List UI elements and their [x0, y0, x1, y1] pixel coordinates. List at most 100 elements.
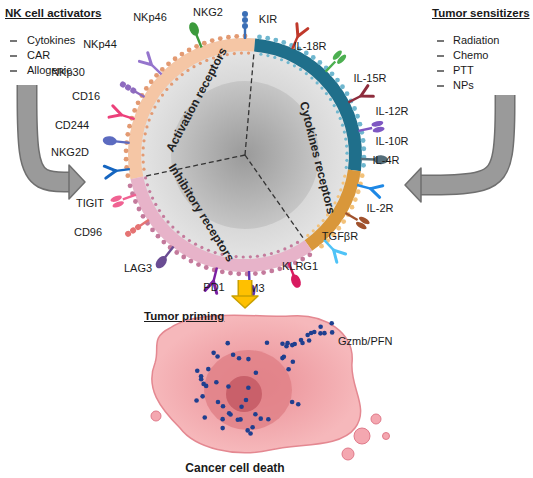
membrane-bead [339, 117, 342, 120]
membrane-bead [150, 112, 153, 115]
membrane-bead [142, 161, 145, 164]
membrane-bead [340, 84, 345, 89]
membrane-bead [145, 125, 148, 128]
granule-dot [265, 340, 270, 345]
membrane-bead [344, 137, 347, 140]
membrane-bead [341, 182, 344, 185]
membrane-bead [154, 203, 157, 206]
membrane-bead [142, 139, 145, 142]
membrane-bead [293, 64, 296, 67]
receptor-name: PD1 [203, 282, 224, 293]
arrow-outline [238, 280, 253, 296]
membrane-bead [265, 36, 270, 41]
membrane-bead [345, 91, 350, 96]
membrane-bead [141, 214, 146, 219]
membrane-bead [317, 60, 322, 65]
granule-dot [286, 367, 291, 372]
granule-dot [284, 344, 289, 349]
membrane-bead [125, 173, 130, 178]
membrane-bead [361, 138, 366, 143]
granule-dot [200, 394, 205, 399]
receptor-name: IL-10R [375, 136, 408, 147]
receptor-symbol [109, 106, 136, 125]
membrane-bead [228, 271, 233, 276]
list-item: Radiation [453, 34, 499, 47]
membrane-bead [329, 98, 332, 101]
granule-dot [221, 404, 226, 409]
granule-dot [312, 330, 317, 335]
membrane-bead [161, 240, 166, 245]
receptor-name: IL-4R [373, 155, 400, 166]
membrane-bead [266, 54, 269, 57]
membrane-bead [166, 61, 171, 66]
bullet-dash [10, 70, 17, 71]
membrane-bead [269, 269, 274, 274]
granule-dot [195, 368, 200, 373]
arrow-head [232, 296, 258, 308]
membrane-bead [261, 270, 266, 275]
receptor-name: IL-18R [293, 41, 326, 52]
membrane-bead [299, 68, 302, 71]
receptor-name: NKG2D [51, 147, 89, 158]
tumor-outline [152, 315, 361, 453]
membrane-bead [273, 56, 276, 59]
granule-dot [237, 356, 242, 361]
membrane-bead [150, 227, 155, 232]
receptor-symbol [355, 179, 382, 197]
membrane-bead [186, 69, 189, 72]
receptor-symbol [357, 120, 385, 136]
membrane-bead [247, 51, 250, 54]
vesicle [371, 414, 381, 424]
membrane-bead [200, 246, 203, 249]
membrane-bead [311, 55, 316, 60]
membrane-bead [319, 244, 324, 249]
membrane-bead [343, 130, 346, 133]
membrane-bead [337, 195, 340, 198]
flow-arrow [232, 280, 258, 308]
granule-dot [246, 357, 251, 362]
membrane-bead [218, 36, 223, 41]
bullet-dash [10, 40, 17, 41]
membrane-bead [341, 124, 344, 127]
granule-dot [220, 426, 225, 431]
arrow-head [69, 165, 85, 199]
granule-dot [220, 417, 225, 422]
membrane-bead [350, 205, 355, 210]
granule-dot [214, 380, 219, 385]
group-heading: Tumor priming [144, 310, 224, 323]
arrow-shaft [239, 280, 251, 296]
nk-cell: Activation receptorsCytokines receptorsI… [85, 30, 405, 280]
granule-dot [238, 417, 243, 422]
membrane-bead [353, 197, 358, 202]
membrane-bead [156, 234, 161, 239]
bullet-dash [10, 55, 17, 56]
membrane-bead [277, 250, 280, 253]
receptor-name: NKp30 [51, 67, 85, 78]
membrane-bead [325, 92, 328, 95]
granule-dot [307, 338, 312, 343]
nk-cell-body [85, 30, 405, 280]
granule-dot [291, 359, 296, 364]
receptor-name: NKp44 [83, 39, 117, 50]
granule-dot [245, 428, 250, 433]
membrane-bead [257, 34, 262, 39]
granule-dot [226, 384, 231, 389]
membrane-bead [149, 79, 154, 84]
membrane-bead [153, 106, 156, 109]
flow-arrow [27, 85, 85, 199]
membrane-bead [142, 168, 145, 171]
membrane-bead [166, 220, 169, 223]
membrane-bead [124, 148, 129, 153]
receptor-name: TIGIT [76, 198, 104, 209]
receptor-symbol [346, 86, 374, 108]
receptor-name: IL-15R [353, 73, 386, 84]
granule-dot [244, 398, 249, 403]
arrow-outline [27, 85, 69, 182]
membrane-bead [345, 152, 348, 155]
membrane-bead [263, 254, 266, 257]
group-heading: Tumor sensitizers [432, 7, 530, 20]
membrane-bead [180, 52, 185, 57]
membrane-bead [343, 175, 346, 178]
